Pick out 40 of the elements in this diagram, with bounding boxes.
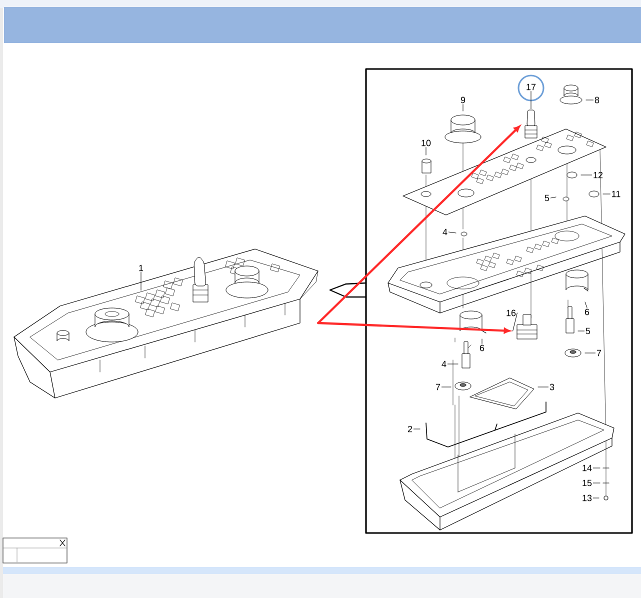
callout-number: 16 <box>506 310 516 316</box>
leader-line <box>578 330 585 332</box>
leader-line <box>550 196 556 198</box>
callout-number: 11 <box>612 190 620 198</box>
callout-number: 7 <box>596 350 602 356</box>
callout-number: 6 <box>584 308 590 316</box>
callout-number: 17 <box>526 84 536 90</box>
callout-number: 3 <box>550 384 554 390</box>
leader-line <box>512 312 518 332</box>
leader-line <box>413 428 420 430</box>
leader-line <box>584 302 588 308</box>
callout-number: 12 <box>594 172 603 178</box>
callout-number: 6 <box>480 344 484 352</box>
leader-line <box>538 386 549 388</box>
callout-number: 5 <box>544 194 550 202</box>
callout-number: 8 <box>594 96 600 104</box>
leader-line <box>530 91 532 110</box>
leader-line <box>140 272 142 291</box>
joystick-handle-drawing <box>524 110 538 138</box>
callout-number: 14 <box>582 464 592 472</box>
arrow <box>317 126 520 324</box>
callout-number: 1 <box>139 264 144 272</box>
callout-number: 10 <box>422 140 431 146</box>
callout-number: 4 <box>442 228 448 236</box>
leader-line <box>580 174 592 176</box>
callout-number: 5 <box>586 328 590 334</box>
leader-line <box>448 232 456 234</box>
callout-number: 13 <box>582 494 592 502</box>
callout-number: 9 <box>460 96 466 104</box>
leader-line <box>592 482 600 484</box>
leader-line <box>462 104 464 112</box>
arrow <box>317 322 510 334</box>
callout-number: 7 <box>436 384 440 390</box>
leader-line <box>441 386 452 388</box>
callout-number: 2 <box>408 426 412 432</box>
joystick-base-drawing <box>516 314 538 340</box>
console-drawing <box>14 248 318 398</box>
callout-number: 4 <box>442 360 446 368</box>
leader-line <box>584 352 596 354</box>
callout-number: 15 <box>582 480 592 486</box>
